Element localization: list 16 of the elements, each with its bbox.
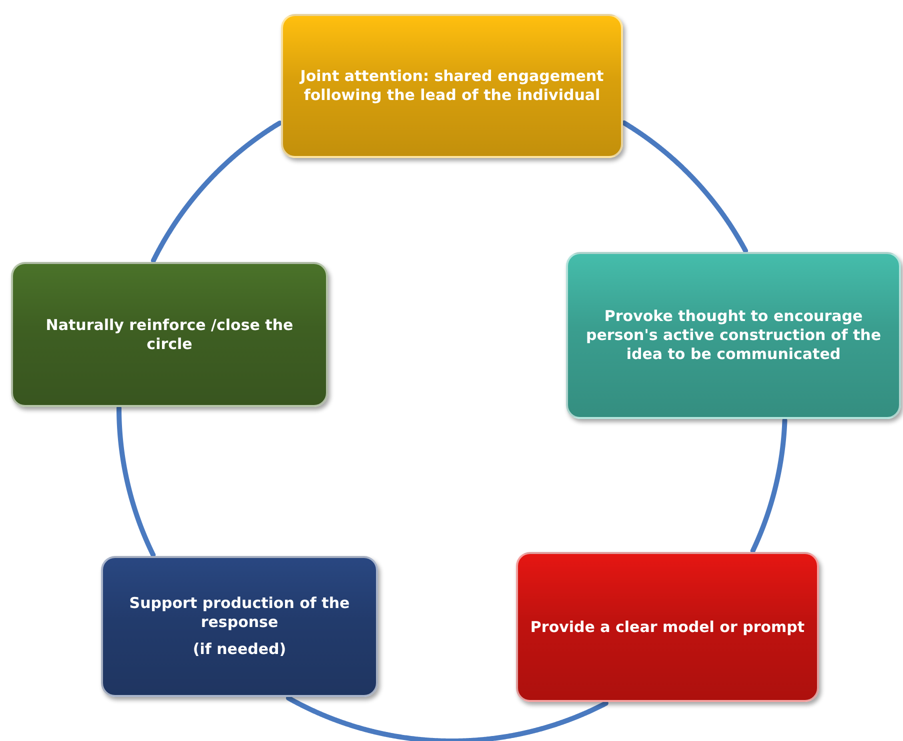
box-text: Support production of the response	[128, 594, 351, 632]
process-box	[516, 552, 819, 702]
process-box	[11, 262, 328, 407]
box-text: Joint attention: shared engagement following the lead of the individual	[298, 67, 605, 105]
circle-arc	[286, 696, 608, 741]
box-text: Provide a clear model or prompt	[530, 618, 805, 636]
box-text: Naturally reinforce /close the circle	[44, 316, 294, 354]
circle-arc	[622, 120, 748, 254]
process-box	[281, 14, 623, 158]
circle-arc	[116, 406, 156, 558]
circle-arc	[750, 418, 788, 554]
box-text: (if needed)	[192, 640, 286, 659]
circle-arc	[150, 120, 282, 264]
box-text: Provoke thought to encourage person's active construction of the idea to be communicated	[585, 307, 882, 364]
process-box	[101, 556, 378, 697]
process-box	[566, 252, 901, 419]
